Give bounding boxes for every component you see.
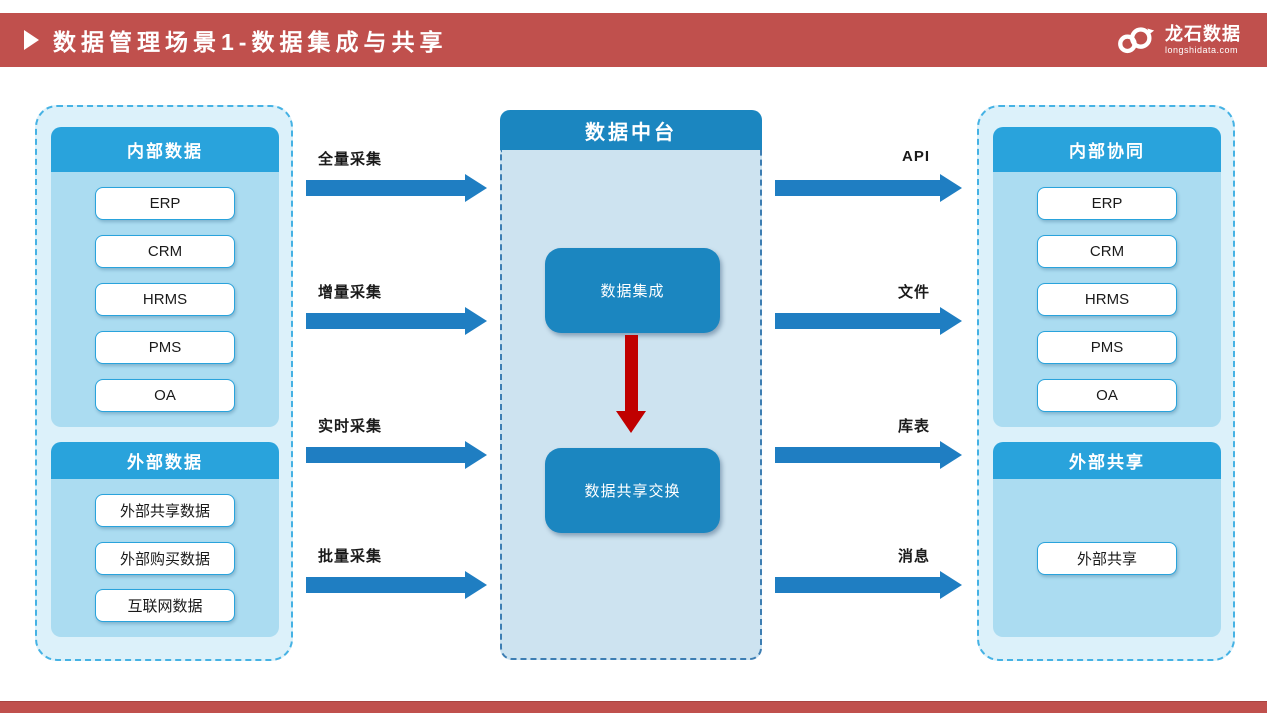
data-platform-body: 数据集成 数据共享交换 [500, 150, 762, 660]
external-data-section: 外部数据 外部共享数据 外部购买数据 互联网数据 [51, 442, 279, 637]
right-arrow-icon [775, 174, 962, 202]
header-bar: 数据管理场景1-数据集成与共享 龙石数据 longshidata.com [0, 13, 1267, 67]
footer-bar [0, 701, 1267, 713]
data-platform-container: 数据中台 数据集成 数据共享交换 [500, 110, 762, 660]
right-arrow-icon [775, 571, 962, 599]
internal-data-header: 内部数据 [51, 127, 279, 172]
internal-data-body: ERP CRM HRMS PMS OA [51, 172, 279, 427]
page-title: 数据管理场景1-数据集成与共享 [53, 29, 448, 55]
external-shared-data-box: 外部共享数据 [95, 493, 235, 527]
internal-collab-body: ERP CRM HRMS PMS OA [993, 172, 1221, 427]
arrow-label: 库表 [897, 418, 930, 435]
data-platform-header: 数据中台 [500, 110, 762, 150]
flow-arrow-message: 消息 [775, 545, 962, 599]
arrow-label: 全量采集 [318, 151, 383, 168]
right-arrow-icon [775, 307, 962, 335]
system-box-erp: ERP [95, 187, 235, 220]
system-box-crm: CRM [95, 235, 235, 268]
target-box-erp: ERP [1037, 187, 1177, 220]
arrow-label: 实时采集 [318, 418, 383, 435]
external-share-body: 外部共享 [993, 479, 1221, 637]
arrow-label: 批量采集 [318, 548, 383, 565]
logo-subtext: longshidata.com [1165, 45, 1239, 55]
target-box-pms: PMS [1037, 331, 1177, 364]
down-arrow-icon [502, 335, 760, 435]
data-sharing-exchange-node: 数据共享交换 [545, 448, 720, 533]
target-box-hrms: HRMS [1037, 283, 1177, 316]
right-arrow-icon [306, 307, 487, 335]
logo-text: 龙石数据 [1165, 24, 1241, 44]
arrow-label: API [901, 148, 930, 165]
target-box-oa: OA [1037, 379, 1177, 412]
internal-data-section: 内部数据 ERP CRM HRMS PMS OA [51, 127, 279, 427]
flow-arrow-batch-collection: 批量采集 [306, 545, 487, 599]
system-box-oa: OA [95, 379, 235, 412]
internal-collab-section: 内部协同 ERP CRM HRMS PMS OA [993, 127, 1221, 427]
target-systems-container: 内部协同 ERP CRM HRMS PMS OA 外部共享 外部共享 [977, 105, 1235, 661]
play-triangle-icon [24, 30, 39, 50]
logo: 龙石数据 longshidata.com [1115, 25, 1241, 55]
source-systems-container: 内部数据 ERP CRM HRMS PMS OA 外部数据 外部共享数据 外部购… [35, 105, 293, 661]
longshi-cloud-icon [1118, 27, 1155, 54]
external-share-section: 外部共享 外部共享 [993, 442, 1221, 637]
external-data-header: 外部数据 [51, 442, 279, 479]
flow-arrow-incremental-collection: 增量采集 [306, 281, 487, 335]
external-share-header: 外部共享 [993, 442, 1221, 479]
arrow-label: 增量采集 [318, 284, 383, 301]
data-integration-node: 数据集成 [545, 248, 720, 333]
flow-arrow-file: 文件 [775, 281, 962, 335]
external-purchased-data-box: 外部购买数据 [95, 541, 235, 575]
system-box-hrms: HRMS [95, 283, 235, 316]
external-data-body: 外部共享数据 外部购买数据 互联网数据 [51, 479, 279, 637]
flow-arrow-full-collection: 全量采集 [306, 148, 487, 202]
right-arrow-icon [306, 174, 487, 202]
flow-arrow-realtime-collection: 实时采集 [306, 415, 487, 469]
external-share-box: 外部共享 [1037, 541, 1177, 575]
right-arrow-icon [306, 571, 487, 599]
flow-arrow-api: API [775, 148, 962, 202]
arrow-label: 消息 [897, 548, 930, 565]
arrow-label: 文件 [897, 284, 930, 301]
system-box-pms: PMS [95, 331, 235, 364]
right-arrow-icon [306, 441, 487, 469]
right-arrow-icon [775, 441, 962, 469]
target-box-crm: CRM [1037, 235, 1177, 268]
internal-collab-header: 内部协同 [993, 127, 1221, 172]
internet-data-box: 互联网数据 [95, 589, 235, 623]
flow-arrow-db-table: 库表 [775, 415, 962, 469]
